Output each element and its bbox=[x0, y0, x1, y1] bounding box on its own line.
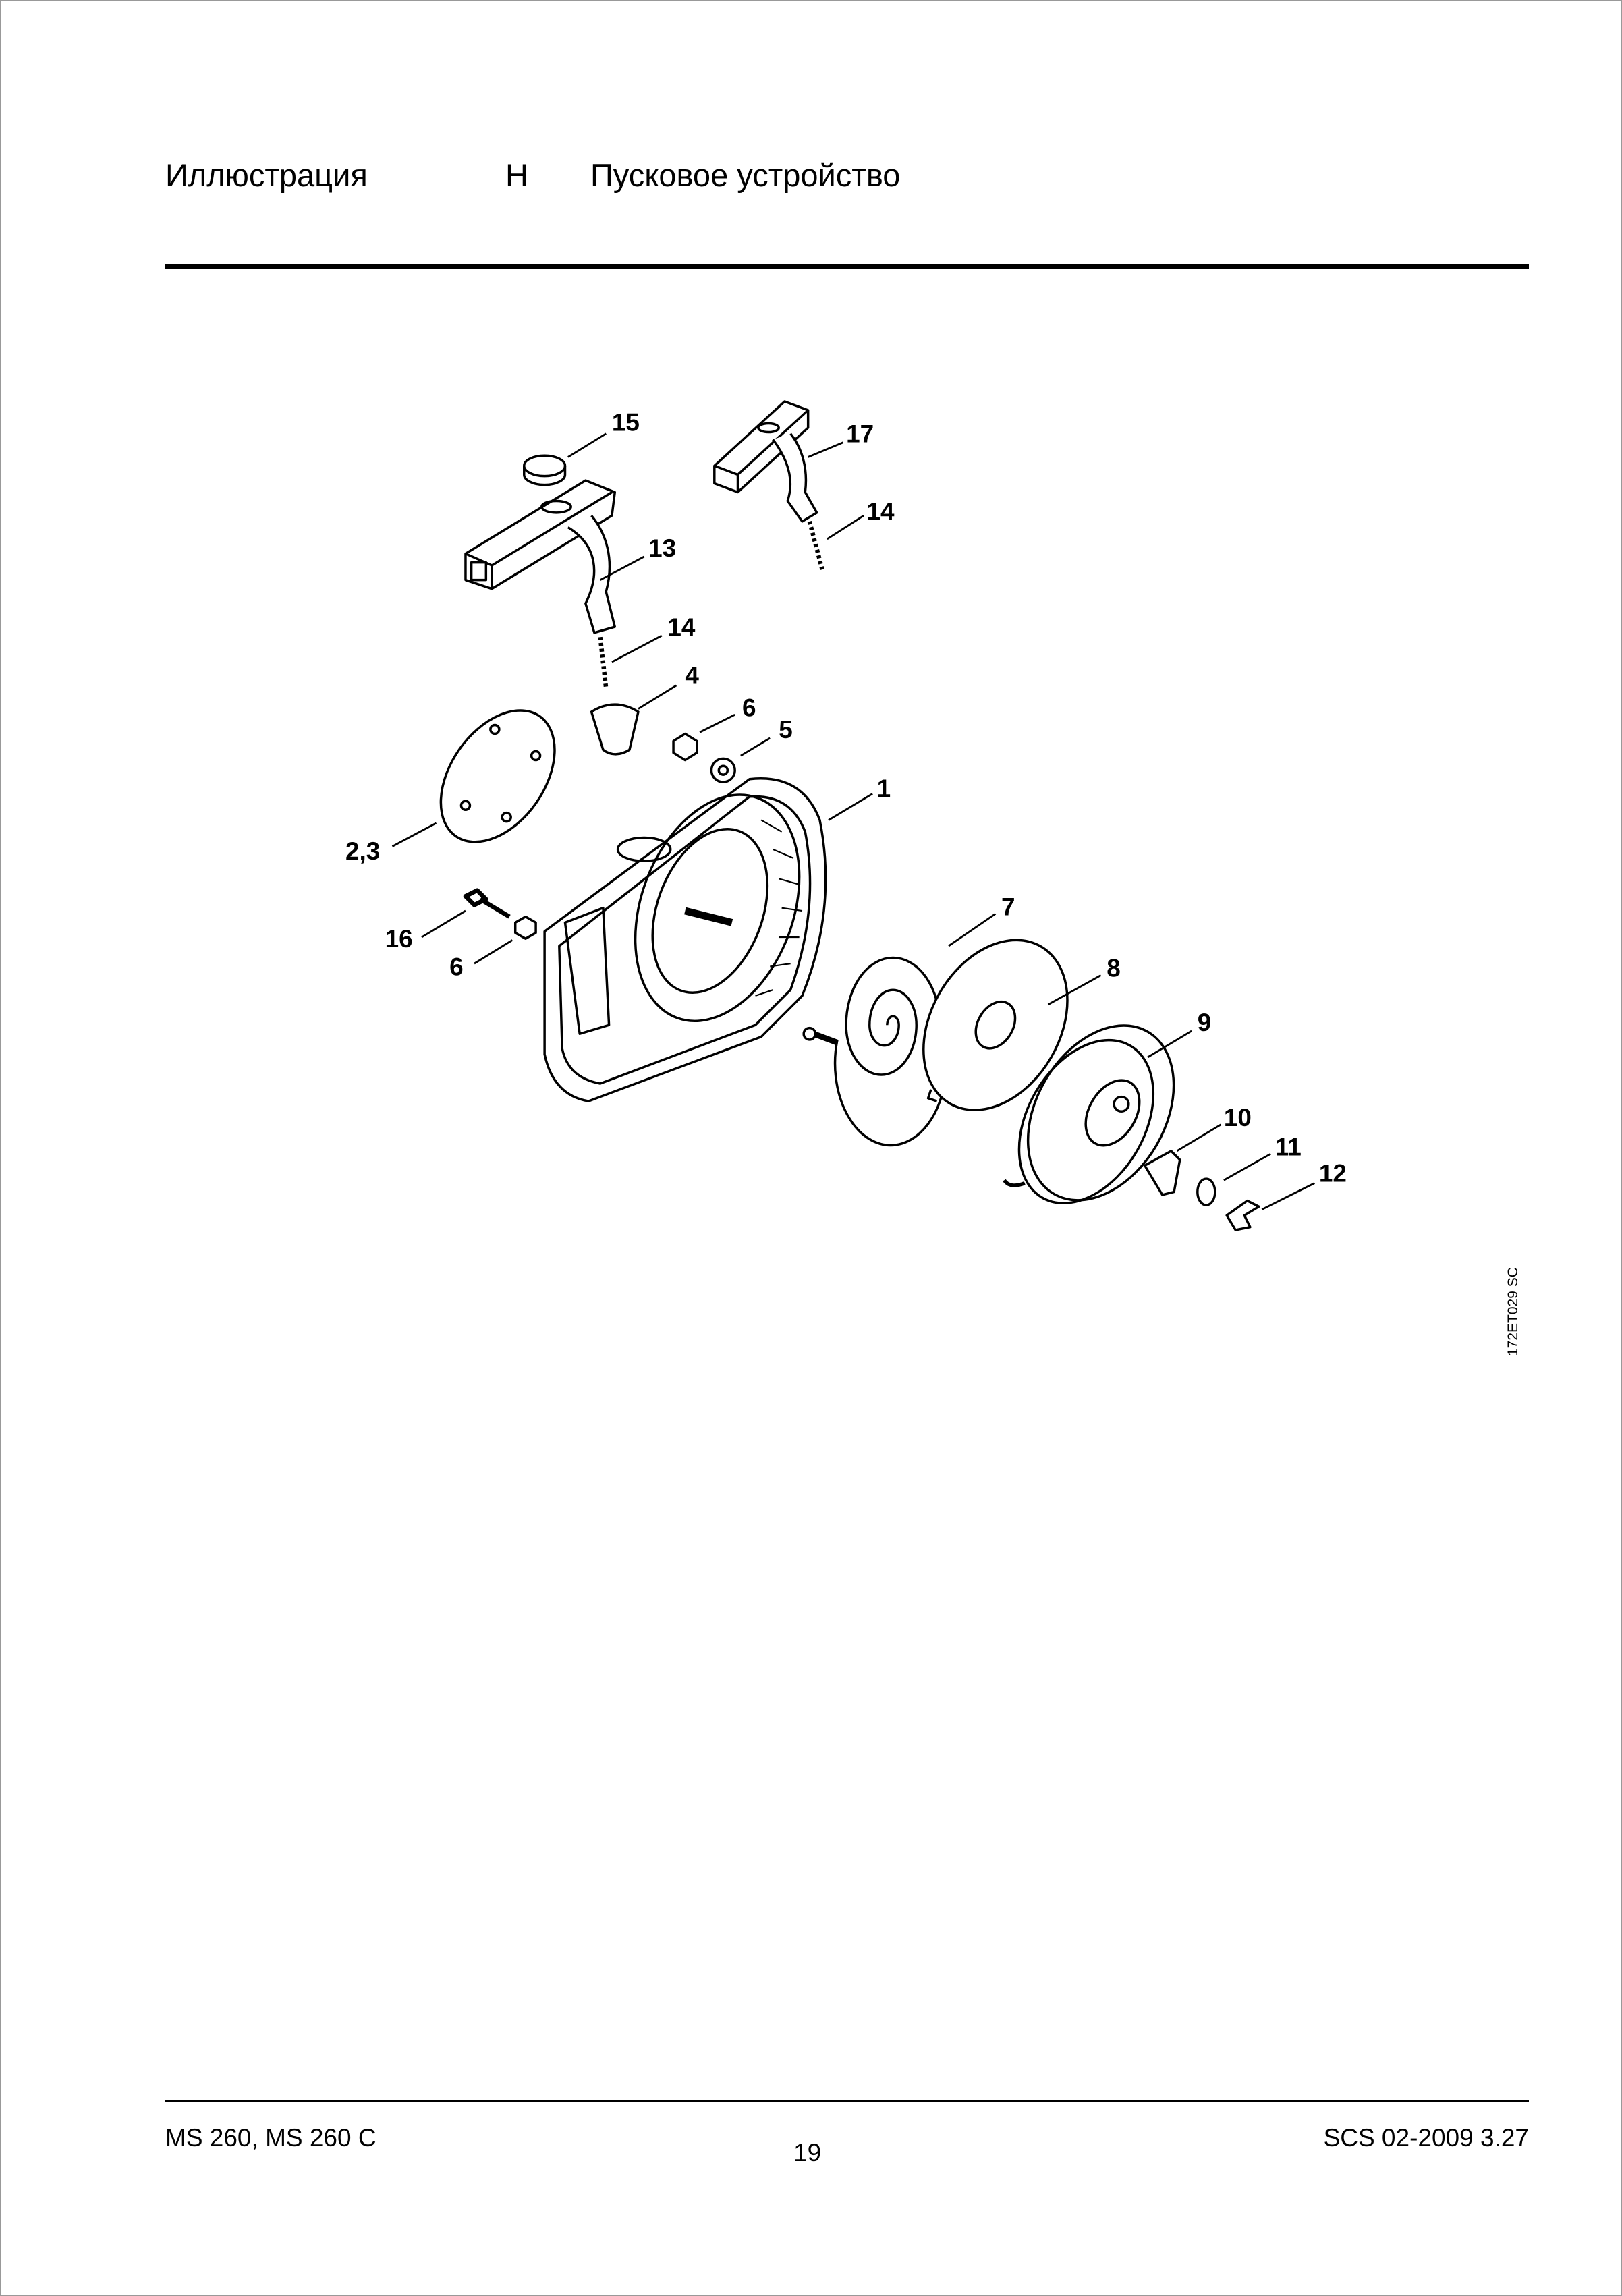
callout-labels: 15 17 14 13 14 4 6 5 1 2,3 16 6 7 8 9 10… bbox=[345, 408, 1347, 1187]
part-handle-large bbox=[464, 479, 616, 634]
header-label: Иллюстрация bbox=[165, 157, 368, 193]
callout-10: 10 bbox=[1224, 1104, 1252, 1131]
figure-code: 172ET029 SC bbox=[1505, 1267, 1521, 1356]
callout-9: 9 bbox=[1198, 1009, 1212, 1036]
part-cover-plate bbox=[439, 709, 556, 843]
callout-12: 12 bbox=[1319, 1159, 1347, 1187]
part-spring-clip bbox=[1225, 1199, 1260, 1231]
header-letter: H bbox=[505, 157, 528, 193]
callout-6b: 6 bbox=[449, 953, 464, 980]
footer-rule bbox=[165, 2100, 1529, 2102]
callout-6: 6 bbox=[742, 694, 756, 721]
part-handle-small bbox=[713, 400, 818, 523]
callout-8: 8 bbox=[1107, 955, 1121, 982]
part-fan-housing bbox=[543, 777, 827, 1102]
part-washer-disc bbox=[922, 939, 1069, 1111]
callout-16: 16 bbox=[385, 925, 413, 953]
part-pawl bbox=[1143, 1150, 1181, 1196]
part-rewind-spring bbox=[802, 956, 948, 1147]
part-rope-rotor bbox=[1003, 1024, 1175, 1204]
callout-17: 17 bbox=[846, 420, 874, 448]
page-number: 19 bbox=[793, 2139, 822, 2166]
footer-model: MS 260, MS 260 C bbox=[165, 2124, 376, 2152]
callout-11: 11 bbox=[1275, 1133, 1302, 1160]
callout-7: 7 bbox=[1001, 893, 1015, 921]
part-grommet bbox=[590, 703, 640, 756]
callout-15: 15 bbox=[612, 408, 640, 436]
part-cap bbox=[523, 454, 567, 478]
callout-1: 1 bbox=[877, 775, 891, 802]
callout-14b: 14 bbox=[667, 613, 696, 641]
callout-2-3: 2,3 bbox=[345, 837, 380, 865]
callout-4: 4 bbox=[685, 662, 699, 690]
header-rule bbox=[165, 264, 1529, 269]
header-title: Пусковое устройство bbox=[590, 157, 901, 193]
footer-edition: SCS 02-2009 3.27 bbox=[1323, 2124, 1529, 2152]
callout-13: 13 bbox=[648, 534, 676, 562]
callout-5: 5 bbox=[779, 716, 793, 744]
callout-14: 14 bbox=[866, 498, 895, 526]
